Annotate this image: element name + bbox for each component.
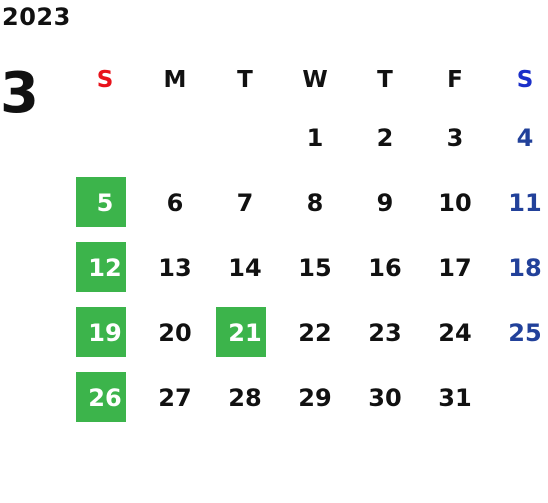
day-cell — [210, 105, 280, 170]
day-cell — [490, 365, 548, 430]
day-cell[interactable]: 23 — [368, 318, 402, 347]
day-cell[interactable]: 14 — [228, 253, 262, 282]
day-cell-saturday[interactable]: 11 — [508, 188, 542, 217]
highlight-box — [216, 307, 266, 357]
day-cell[interactable]: 7 — [236, 188, 254, 217]
day-cell[interactable]: 27 — [158, 383, 192, 412]
day-cell-saturday[interactable]: 25 — [508, 318, 542, 347]
month-number: 3 — [0, 61, 39, 126]
day-cell-saturday[interactable]: 4 — [516, 123, 534, 152]
day-cell-highlighted[interactable]: 21 — [210, 300, 280, 365]
day-cell[interactable]: 13 — [158, 253, 192, 282]
day-cell[interactable]: 3 — [446, 123, 464, 152]
day-cell[interactable]: 8 — [306, 188, 324, 217]
day-cell-highlighted[interactable]: 5 — [70, 170, 140, 235]
day-cell[interactable]: 15 — [298, 253, 332, 282]
weekday-header-tuesday: T — [237, 67, 253, 93]
weekday-header-monday: M — [163, 67, 187, 93]
day-cell[interactable]: 28 — [228, 383, 262, 412]
day-cell — [140, 105, 210, 170]
day-cell[interactable]: 22 — [298, 318, 332, 347]
highlight-box — [76, 177, 126, 227]
day-cell-highlighted[interactable]: 26 — [70, 365, 140, 430]
day-cell[interactable]: 9 — [376, 188, 394, 217]
weekday-header-thursday: T — [377, 67, 393, 93]
day-cell[interactable]: 2 — [376, 123, 394, 152]
day-cell[interactable]: 10 — [438, 188, 472, 217]
calendar-grid: S M T W T F S 1 2 3 4 5 6 7 8 9 10 11 12… — [70, 55, 548, 430]
day-cell[interactable]: 24 — [438, 318, 472, 347]
day-cell — [70, 105, 140, 170]
day-cell[interactable]: 30 — [368, 383, 402, 412]
day-cell[interactable]: 29 — [298, 383, 332, 412]
day-cell-saturday[interactable]: 18 — [508, 253, 542, 282]
day-cell[interactable]: 20 — [158, 318, 192, 347]
weekday-header-wednesday: W — [302, 67, 328, 93]
day-cell-highlighted[interactable]: 19 — [70, 300, 140, 365]
day-cell[interactable]: 16 — [368, 253, 402, 282]
day-cell-highlighted[interactable]: 12 — [70, 235, 140, 300]
highlight-box — [76, 307, 126, 357]
year-label: 2023 — [2, 3, 71, 31]
highlight-box — [76, 372, 126, 422]
weekday-header-friday: F — [447, 67, 463, 93]
day-cell[interactable]: 17 — [438, 253, 472, 282]
day-cell[interactable]: 6 — [166, 188, 184, 217]
day-cell[interactable]: 31 — [438, 383, 472, 412]
day-cell[interactable]: 1 — [306, 123, 324, 152]
highlight-box — [76, 242, 126, 292]
weekday-header-saturday: S — [516, 67, 534, 93]
weekday-header-sunday: S — [96, 67, 114, 93]
